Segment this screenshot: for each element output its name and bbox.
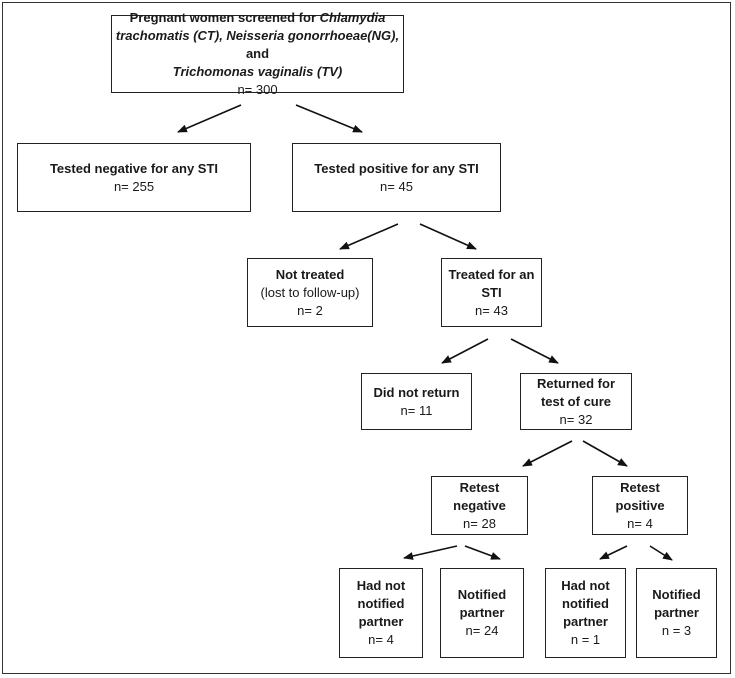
treated-box: Treated for an STI n= 43 — [441, 258, 542, 327]
returned-title-line1: Returned for — [537, 375, 615, 391]
negative-box: Tested negative for any STI n= 255 — [17, 143, 251, 212]
did-not-return-box: Did not return n= 11 — [361, 373, 472, 430]
retest-positive-box: Retest positive n= 4 — [592, 476, 688, 535]
screened-box: Pregnant women screened for Chlamydia tr… — [111, 10, 404, 97]
arrow-treated-to-returned — [510, 338, 559, 364]
did-not-return-count: n= 11 — [400, 402, 433, 418]
retest-negative-box: Retest negative n= 28 — [431, 476, 528, 535]
neg-not-notified-line3: partner — [358, 614, 404, 629]
pos-not-notified-line2: notified — [562, 596, 609, 611]
arrow-positive-to-treated — [419, 223, 477, 250]
neg-not-notified-line2: notified — [357, 596, 405, 611]
arrow-returned-to-retest-negative — [522, 440, 573, 467]
positive-count: n= 45 — [380, 178, 413, 194]
returned-count: n= 32 — [559, 411, 593, 427]
positive-box: Tested positive for any STI n= 45 — [292, 143, 501, 212]
not-treated-count: n= 2 — [297, 302, 323, 318]
retest-positive-title-line2: positive — [615, 497, 665, 513]
neg-notified-line2: partner — [459, 605, 505, 620]
arrow-retest-positive-to-not-notified — [599, 545, 628, 560]
not-treated-box: Not treated (lost to follow-up) n= 2 — [247, 258, 373, 327]
negative-count: n= 255 — [113, 178, 155, 194]
pos-notified-line1: Notified — [652, 587, 701, 602]
arrow-returned-to-retest-positive — [582, 440, 628, 467]
neg-not-notified-line1: Had not — [356, 578, 406, 593]
not-treated-title: Not treated — [275, 266, 345, 282]
retest-negative-count: n= 28 — [463, 515, 496, 531]
neg-notified-line1: Notified — [457, 587, 507, 602]
negative-title: Tested negative for any STI — [49, 160, 219, 176]
arrow-retest-negative-to-not-notified — [403, 545, 458, 560]
treated-count: n= 43 — [475, 302, 508, 318]
arrow-retest-negative-to-notified — [464, 545, 501, 560]
retest-positive-title-line1: Retest — [620, 479, 660, 495]
arrow-screened-to-negative — [177, 104, 242, 133]
pos-not-notified-line1: Had not — [561, 578, 610, 593]
neg-notified-count: n= 24 — [465, 623, 499, 638]
retest-negative-title-line2: negative — [453, 497, 506, 513]
neg-notified-box: Notified partner n= 24 — [440, 568, 524, 658]
treated-title-line2: STI — [481, 284, 502, 300]
pos-not-notified-line3: partner — [563, 614, 608, 629]
screened-count: n= 300 — [237, 82, 278, 97]
pos-not-notified-count: n = 1 — [570, 632, 601, 647]
not-treated-note: (lost to follow-up) — [260, 284, 360, 300]
pos-not-notified-box: Had not notified partner n = 1 — [545, 568, 626, 658]
arrow-screened-to-positive — [295, 104, 363, 133]
arrow-treated-to-did-not-return — [441, 338, 489, 364]
pos-notified-count: n = 3 — [661, 623, 692, 638]
pos-notified-box: Notified partner n = 3 — [636, 568, 717, 658]
returned-title-line2: test of cure — [540, 393, 612, 409]
retest-negative-title-line1: Retest — [459, 479, 500, 495]
retest-positive-count: n= 4 — [627, 515, 653, 531]
positive-title: Tested positive for any STI — [314, 160, 479, 176]
did-not-return-title: Did not return — [373, 384, 460, 400]
treated-title-line1: Treated for an — [448, 266, 535, 282]
arrow-retest-positive-to-notified — [649, 545, 673, 561]
screened-title: Pregnant women screened for Chlamydia tr… — [115, 10, 400, 79]
arrow-positive-to-not-treated — [339, 223, 399, 250]
neg-not-notified-count: n= 4 — [368, 632, 394, 647]
pos-notified-line2: partner — [654, 605, 699, 620]
returned-box: Returned for test of cure n= 32 — [520, 373, 632, 430]
neg-not-notified-box: Had not notified partner n= 4 — [339, 568, 423, 658]
